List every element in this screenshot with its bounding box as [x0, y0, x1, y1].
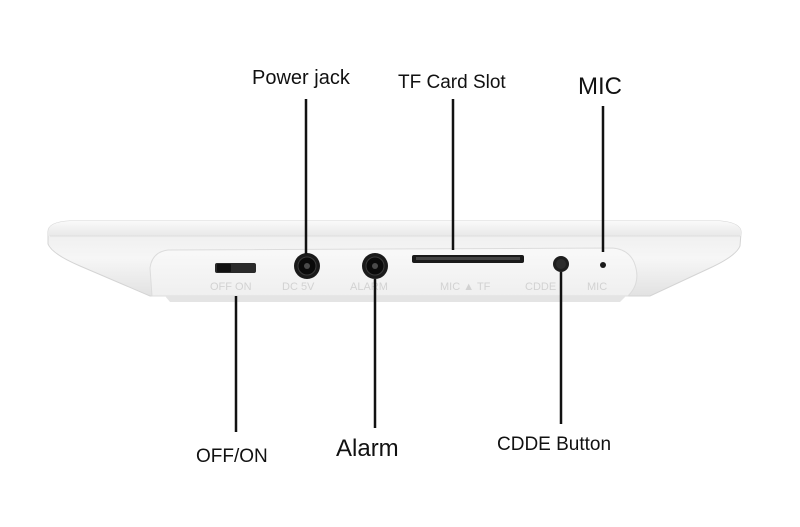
cdde-button-port[interactable] — [553, 256, 569, 272]
mic-hole — [600, 262, 606, 268]
embossed-mic: MIC — [587, 281, 607, 293]
embossed-labels: OFF ON DC 5V ALARM MIC ▲ TF CDDE MIC — [210, 281, 607, 293]
label-cdde-button: CDDE Button — [497, 434, 612, 455]
embossed-cdde: CDDE — [525, 281, 556, 293]
off-on-switch[interactable] — [215, 263, 256, 273]
embossed-tf: MIC ▲ TF — [440, 281, 491, 293]
label-tf-card-slot: TF Card Slot — [398, 72, 506, 93]
power-jack-port[interactable] — [294, 253, 320, 279]
label-off-on: OFF/ON — [196, 446, 268, 467]
embossed-alarm: ALARM — [350, 281, 388, 293]
label-power-jack: Power jack — [252, 67, 350, 89]
label-mic: MIC — [578, 73, 622, 100]
device-body — [47, 220, 742, 302]
leader-lines — [234, 99, 605, 432]
tf-card-slot-port[interactable] — [412, 255, 524, 263]
label-alarm: Alarm — [336, 435, 399, 462]
embossed-off-on: OFF ON — [210, 281, 252, 293]
alarm-port[interactable] — [362, 253, 388, 279]
embossed-dc: DC 5V — [282, 281, 315, 293]
